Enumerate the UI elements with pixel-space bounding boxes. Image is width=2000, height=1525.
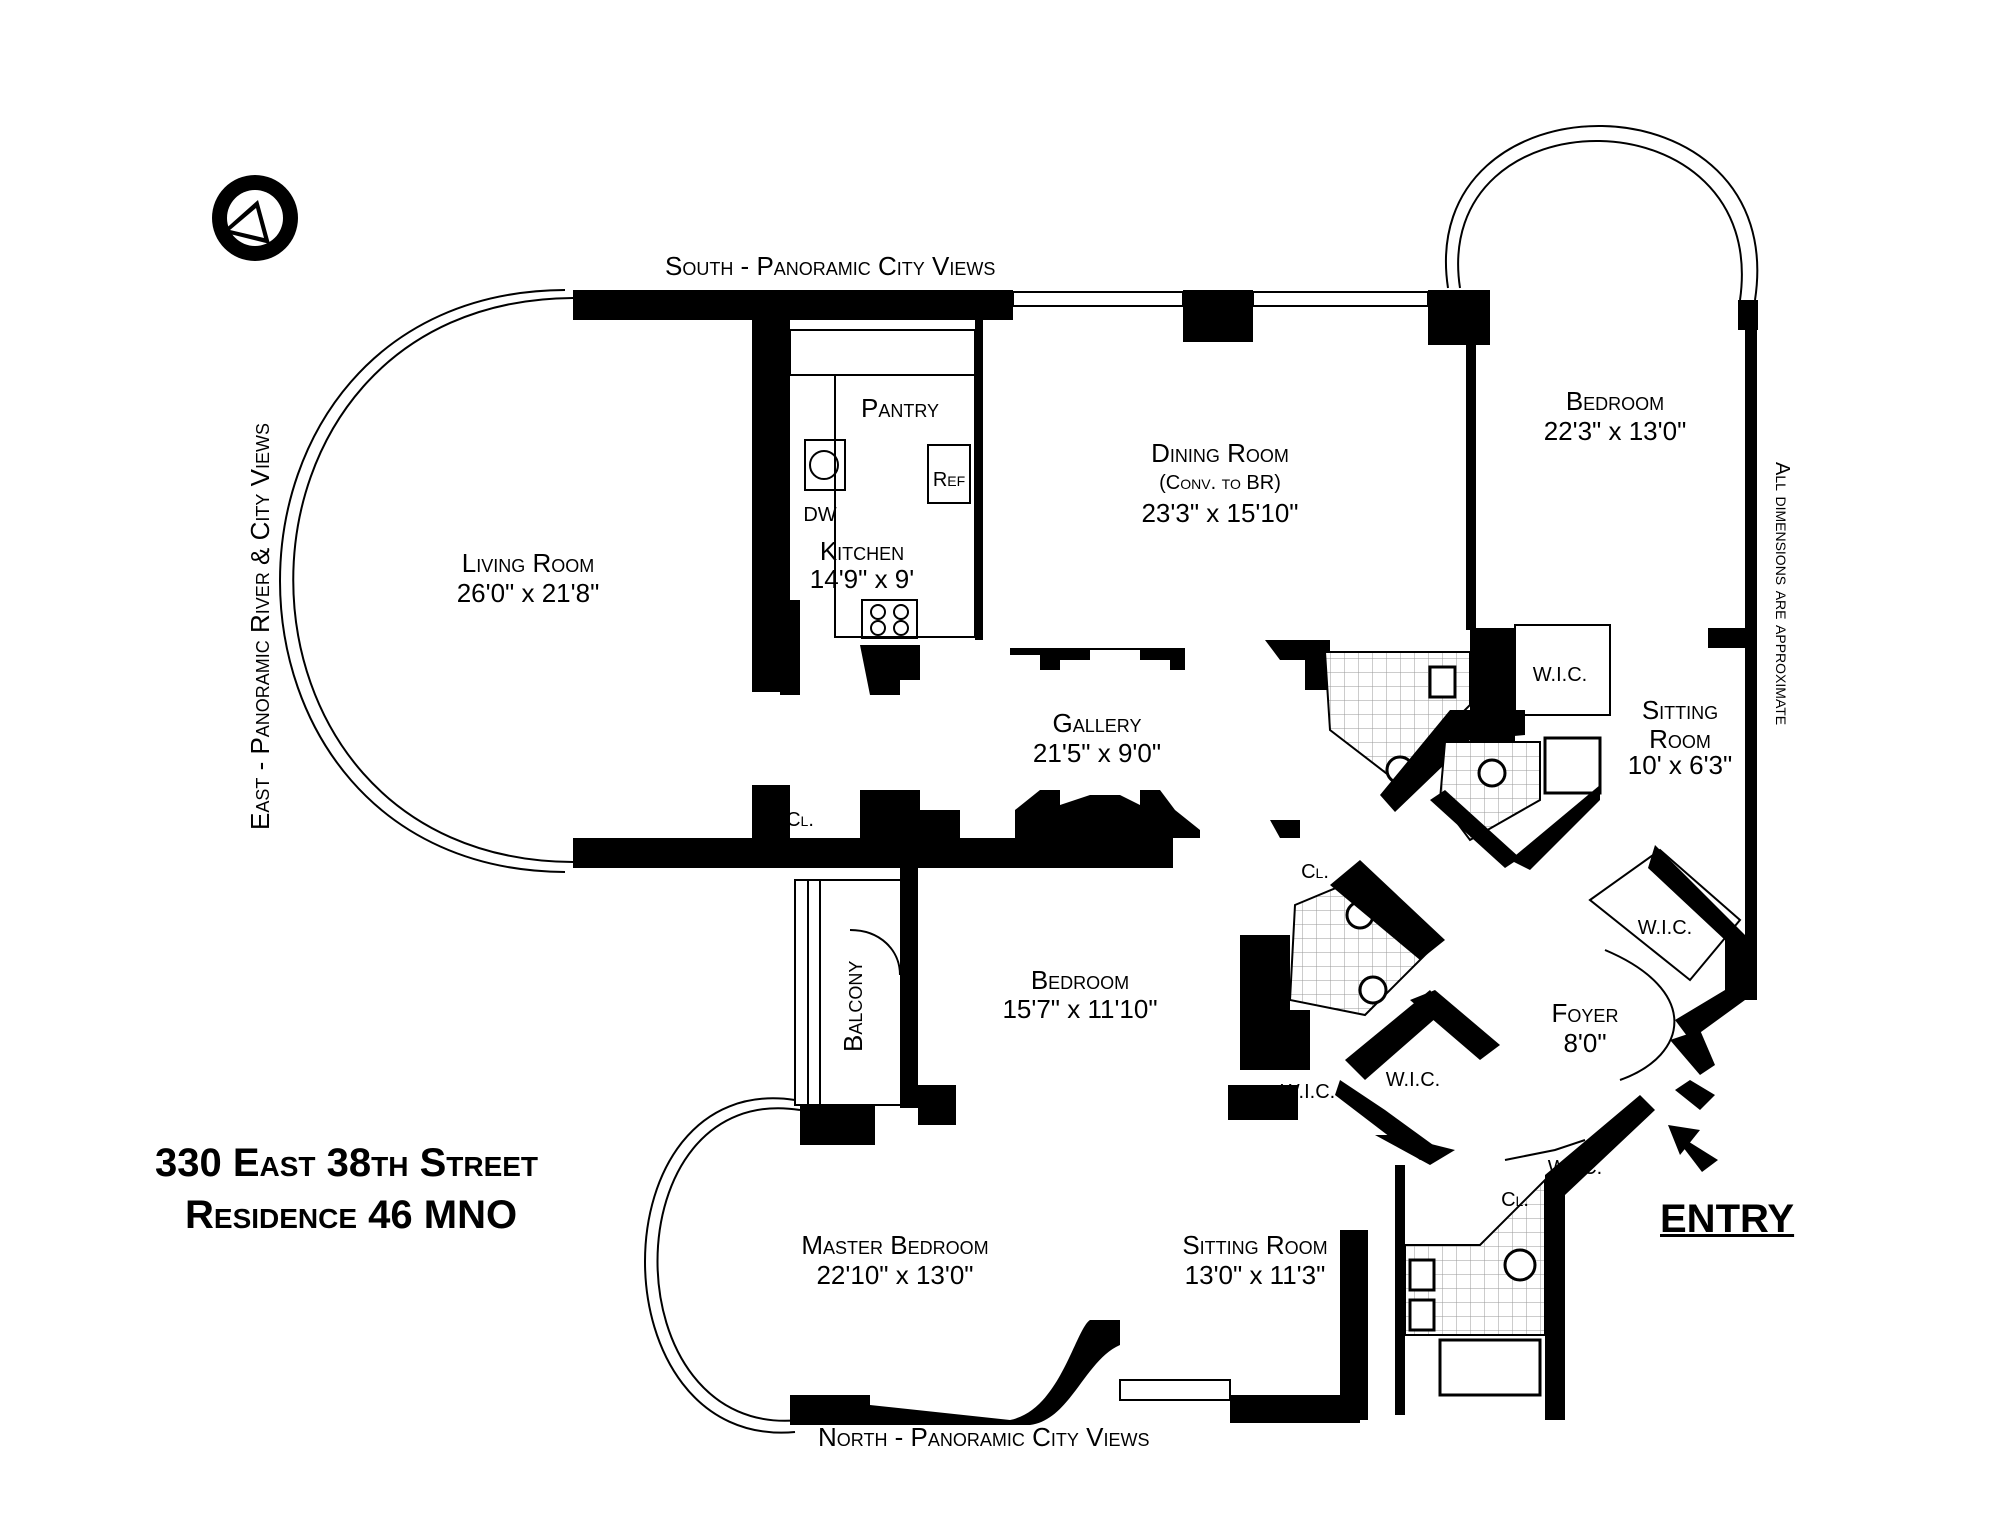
foyer-walls [1588, 845, 1745, 1110]
west-bedroom-walls [794, 868, 1298, 1145]
dining-room-note: (Conv. to BR) [1159, 472, 1281, 494]
north-arrow-icon [212, 175, 298, 261]
northeast-bedroom-walls [1445, 125, 1759, 1000]
bathroom-mid [1240, 820, 1500, 1165]
closet-label-4: Cl. [1501, 1189, 1529, 1211]
foyer-dimensions: 8'0" [1563, 1028, 1607, 1058]
east-view-label: East - Panoramic River & City Views [245, 423, 275, 830]
address-line-2: Residence 46 MNO [185, 1193, 518, 1237]
master-bedroom-dimensions: 22'10" x 13'0" [816, 1260, 974, 1290]
master-bedroom-label: Master Bedroom [801, 1230, 989, 1260]
bedroom-w-label: Bedroom [1030, 965, 1130, 995]
bathroom-south [1404, 1095, 1655, 1420]
entry-label: ENTRY [1660, 1197, 1795, 1241]
kitchen-dimensions: 14'9" x 9' [809, 564, 915, 594]
entry-arrow-icon [1668, 1125, 1718, 1172]
sitting-room-e-label-2: Room [1649, 724, 1711, 754]
gallery-label: Gallery [1052, 708, 1142, 738]
gallery-walls [860, 640, 1330, 838]
wic-label-3: W.I.C. [1280, 1081, 1336, 1103]
living-room-label: Living Room [461, 548, 595, 578]
north-view-label: North - Panoramic City Views [818, 1422, 1150, 1452]
kitchen-walls [780, 320, 983, 695]
wic-label-4: W.I.C. [1385, 1069, 1441, 1091]
dining-room-label: Dining Room [1151, 438, 1289, 468]
gallery-dimensions: 21'5" x 9'0" [1032, 738, 1162, 768]
dishwasher-label: DW [803, 504, 837, 526]
sitting-room-s-dimensions: 13'0" x 11'3" [1184, 1260, 1326, 1290]
pantry-label: Pantry [860, 393, 940, 423]
bedroom-ne-label: Bedroom [1565, 386, 1665, 416]
closet-label-3: Cl. [1446, 1007, 1474, 1029]
bathroom-ne [1323, 624, 1611, 870]
wic-label-1: W.I.C. [1532, 664, 1588, 686]
bedroom-w-dimensions: 15'7" x 11'10" [1002, 994, 1158, 1024]
living-room-walls [279, 289, 1173, 873]
living-room-dimensions: 26'0" x 21'8" [456, 578, 600, 608]
living-room-window-arc [292, 297, 574, 863]
refrigerator-label: Ref [932, 469, 966, 491]
address-line-1: 330 East 38th Street [155, 1141, 539, 1185]
sitting-room-s-label: Sitting Room [1182, 1230, 1328, 1260]
south-view-label: South - Panoramic City Views [665, 251, 996, 281]
sitting-room-e-label: Sitting [1641, 695, 1719, 725]
wic-label-5: W.I.C. [1547, 1157, 1603, 1179]
balcony-label: Balcony [838, 960, 868, 1052]
closet-label-2: Cl. [1301, 861, 1329, 883]
south-windows [1012, 290, 1490, 345]
kitchen-label: Kitchen [819, 536, 905, 566]
dimensions-note: All dimensions are approximate [1771, 462, 1793, 726]
dining-room-dimensions: 23'3" x 15'10" [1141, 498, 1299, 528]
bedroom-ne-dimensions: 22'3" x 13'0" [1543, 416, 1687, 446]
sitting-room-e-dimensions: 10' x 6'3" [1627, 750, 1733, 780]
wic-label-2: W.I.C. [1637, 917, 1693, 939]
closet-label-1: Cl. [786, 809, 814, 831]
master-bedroom-walls [644, 1097, 1405, 1434]
foyer-label: Foyer [1551, 998, 1619, 1028]
